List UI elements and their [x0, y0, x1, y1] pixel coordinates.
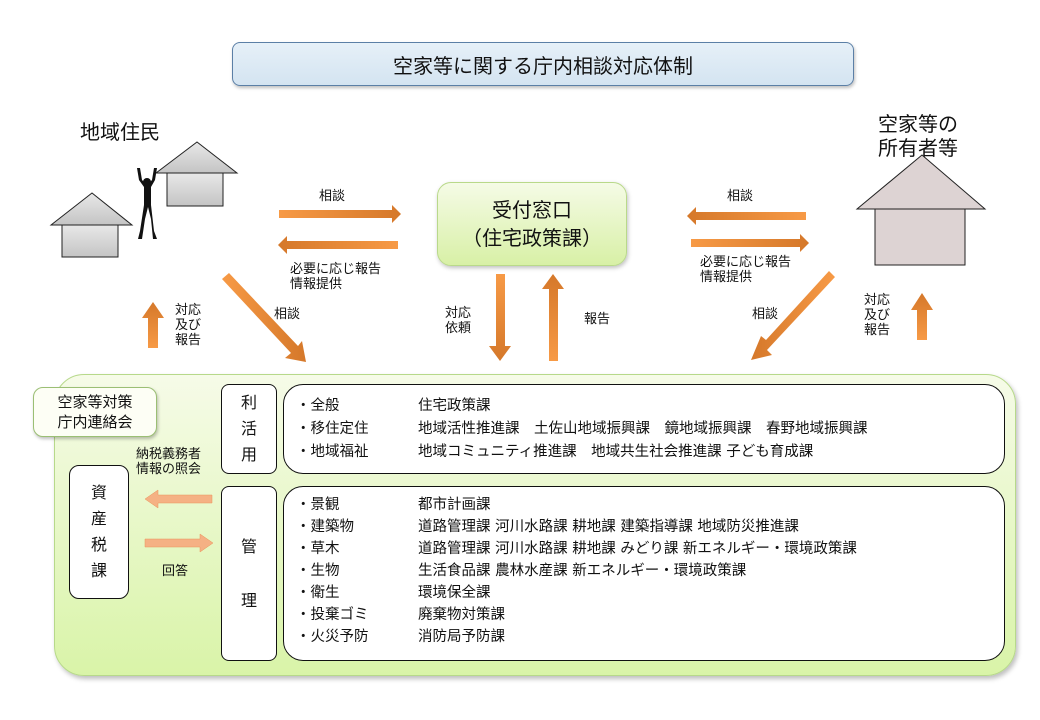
tax-dept-char: 課	[90, 561, 107, 580]
arrow-up-right-response	[911, 293, 933, 340]
row-category: ・生物	[296, 563, 340, 579]
arrow-diag-right-consult	[751, 271, 835, 360]
label-left-response-line3: 報告	[175, 333, 202, 348]
row-depts: 生活食品課 農林水産課 新エネルギー・環境政策課	[418, 563, 747, 579]
label-right-response-line3: 報告	[864, 323, 891, 338]
label-left-diag-consult: 相談	[274, 307, 301, 322]
tax-answer-label: 回答	[162, 564, 189, 579]
manage-label-char: 理	[240, 590, 257, 610]
arrow-right-report-right	[691, 234, 809, 252]
row-category: ・移住定住	[296, 421, 369, 437]
row-depts: 道路管理課 河川水路課 耕地課 建築指導課 地域防災推進課	[418, 519, 799, 535]
row-category: ・地域福祉	[296, 444, 369, 460]
tax-query-label: 納税義務者 情報の照会	[136, 447, 201, 477]
label-left-response-line1: 対応	[175, 303, 202, 318]
row-category: ・衛生	[296, 585, 340, 601]
arrow-left-report-left	[278, 236, 398, 254]
council-label: 空家等対策 庁内連絡会	[33, 387, 157, 437]
label-left-report: 必要に応じ報告 情報提供	[290, 262, 381, 292]
owners-label-line1: 空家等の	[878, 112, 958, 136]
arrow-down-request	[489, 274, 511, 361]
row-category: ・草木	[296, 541, 340, 557]
residents-illustration	[49, 141, 239, 258]
manage-label-char: 管	[240, 536, 257, 556]
utilize-list: ・全般 住宅政策課 ・移住定住 地域活性推進課 土佐山地域振興課 鏡地域振興課 …	[283, 384, 1005, 474]
reception-window: 受付窓口 （住宅政策課）	[437, 182, 627, 266]
arrow-diag-left-consult	[222, 273, 306, 362]
label-request: 対応 依頼	[445, 306, 471, 336]
row-category: ・投棄ゴミ	[296, 607, 369, 623]
label-left-report-line2: 情報提供	[290, 277, 343, 292]
row-category: ・全般	[296, 398, 340, 414]
manage-label: 管 理	[221, 486, 277, 661]
diagram-title: 空家等に関する庁内相談対応体制	[232, 42, 854, 86]
label-right-diag-consult: 相談	[752, 307, 779, 322]
label-right-response-line2: 及び	[864, 308, 891, 323]
label-right-consult: 相談	[727, 189, 754, 204]
tax-arrows	[144, 489, 214, 553]
manage-list: ・景観 都市計画課 ・建築物 道路管理課 河川水路課 耕地課 建築指導課 地域防…	[283, 486, 1005, 661]
label-left-response-line2: 及び	[175, 318, 202, 333]
label-report: 報告	[584, 312, 611, 327]
reception-line1: 受付窓口	[492, 198, 572, 222]
owners-label-line2: 所有者等	[878, 136, 958, 160]
house-icon	[49, 192, 134, 258]
arrow-up-report	[542, 274, 564, 361]
council-label-line2: 庁内連絡会	[57, 413, 133, 431]
row-depts: 消防局予防課	[418, 629, 505, 645]
row-depts: 地域コミュニティ推進課 地域共生社会推進課 子ども育成課	[418, 444, 814, 460]
row-depts: 都市計画課	[418, 497, 491, 513]
tax-dept-char: 産	[90, 509, 107, 528]
label-right-report: 必要に応じ報告 情報提供	[700, 255, 791, 285]
council-label-line1: 空家等対策	[57, 393, 133, 411]
owner-house-icon	[855, 154, 987, 266]
owners-label: 空家等の 所有者等	[878, 112, 958, 160]
reception-line2: （住宅政策課）	[462, 226, 602, 250]
arrow-left-tax-query	[144, 489, 213, 509]
tax-dept-char: 資	[90, 483, 107, 502]
label-left-consult: 相談	[319, 189, 346, 204]
person-icon	[137, 168, 157, 239]
utilize-label-char: 用	[240, 445, 257, 464]
row-category: ・建築物	[296, 519, 354, 535]
label-right-response-line1: 対応	[864, 293, 891, 308]
label-right-report-line1: 必要に応じ報告	[700, 255, 792, 270]
label-right-report-line2: 情報提供	[700, 270, 753, 285]
row-depts: 環境保全課	[418, 585, 491, 601]
arrow-right-consult-left	[279, 205, 401, 223]
row-depts: 地域活性推進課 土佐山地域振興課 鏡地域振興課 春野地域振興課	[418, 421, 868, 437]
house-icon	[154, 141, 239, 207]
utilize-label-char: 活	[240, 419, 257, 438]
utilize-label: 利 活 用	[221, 384, 277, 474]
row-depts: 廃棄物対策課	[418, 607, 505, 623]
row-depts: 道路管理課 河川水路課 耕地課 みどり課 新エネルギー・環境政策課	[418, 541, 857, 557]
label-right-response: 対応 及び 報告	[864, 293, 890, 338]
label-request-line2: 依頼	[445, 321, 472, 336]
property-tax-dept: 資 産 税 課	[69, 465, 129, 599]
label-left-report-line1: 必要に応じ報告	[290, 262, 382, 277]
row-category: ・火災予防	[296, 629, 369, 645]
utilize-label-char: 利	[240, 393, 257, 412]
tax-query-line2: 情報の照会	[136, 462, 202, 477]
arrow-right-tax-answer	[144, 533, 214, 553]
row-category: ・景観	[296, 497, 340, 513]
label-request-line1: 対応	[445, 306, 472, 321]
row-depts: 住宅政策課	[418, 398, 491, 414]
arrow-left-consult-right	[687, 207, 806, 225]
arrow-up-left-response	[142, 302, 164, 348]
residents-label: 地域住民	[80, 120, 160, 144]
label-left-response: 対応 及び 報告	[175, 303, 201, 348]
tax-query-line1: 納税義務者	[136, 447, 202, 462]
tax-dept-char: 税	[90, 535, 107, 554]
